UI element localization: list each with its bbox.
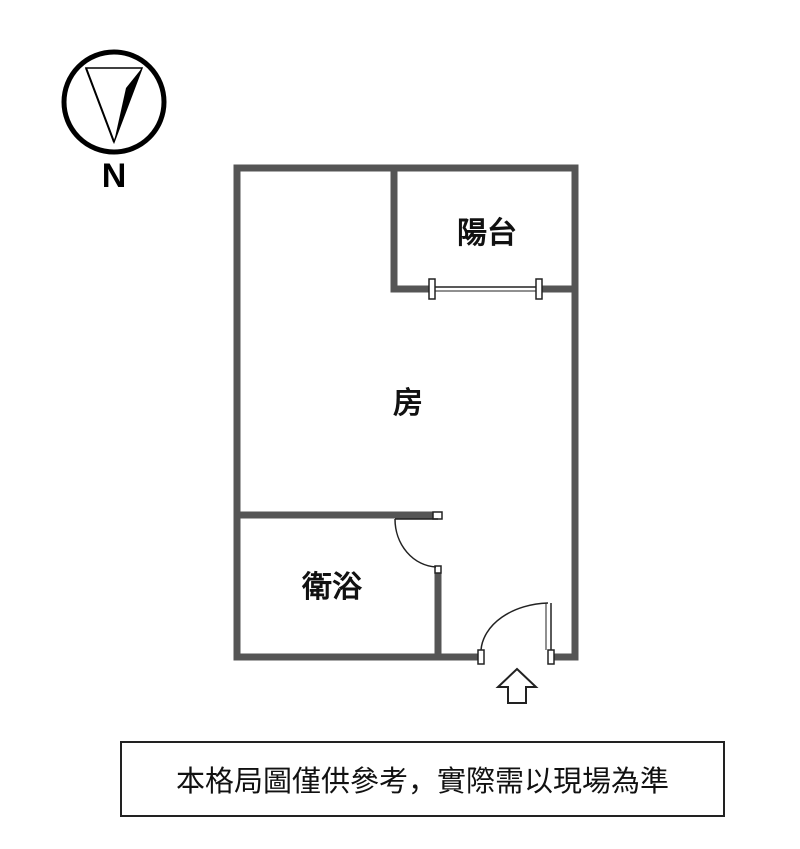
north-compass-icon [61, 49, 167, 155]
bathroom-label: 衛浴 [301, 570, 363, 605]
disclaimer-text: 本格局圖僅供參考，實際需以現場為準 [175, 764, 669, 798]
balcony-sliding-door [428, 278, 543, 300]
entrance-arrow-icon [495, 667, 539, 704]
balcony-label: 陽台 [457, 216, 517, 251]
disclaimer-box: 本格局圖僅供參考，實際需以現場為準 [120, 741, 725, 817]
north-label: N [102, 157, 127, 195]
walls [233, 164, 579, 661]
bathroom-door [394, 511, 443, 574]
entrance-door [477, 602, 555, 665]
room-label: 房 [393, 386, 423, 421]
